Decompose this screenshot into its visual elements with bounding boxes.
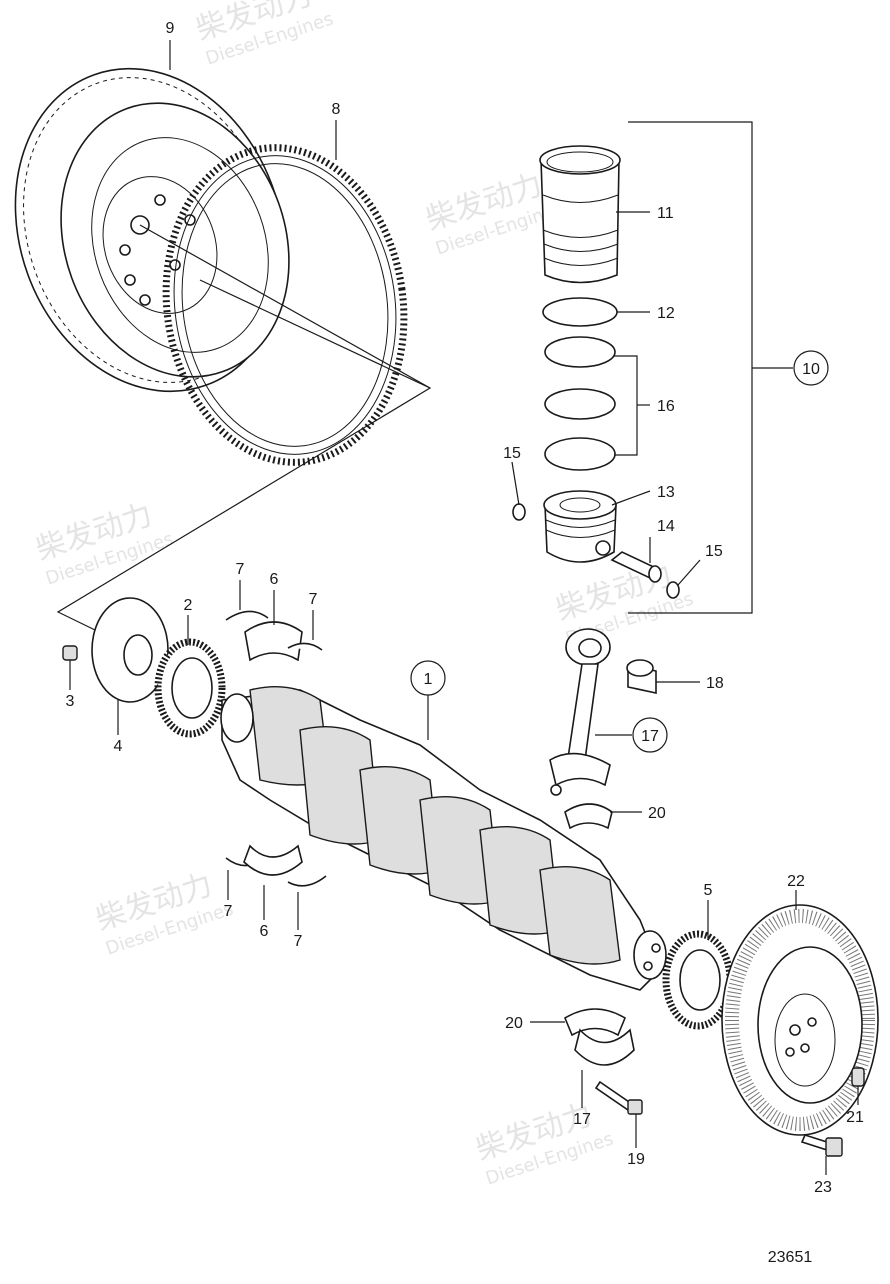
callout-circle: [632, 717, 668, 753]
callout-14: 14: [657, 518, 675, 535]
callout-5: 5: [704, 882, 713, 899]
callout-16: 16: [657, 398, 675, 415]
piston-pin: [610, 551, 662, 583]
callout-7: 7: [236, 561, 245, 578]
piston: [543, 490, 617, 563]
callout-22: 22: [787, 873, 805, 890]
callout-21: 21: [846, 1109, 864, 1126]
dowel-pin: [62, 645, 78, 661]
thrust-bearing-half: [287, 875, 327, 887]
callout-20: 20: [505, 1015, 523, 1032]
callout-15: 15: [503, 445, 521, 462]
callout-12: 12: [657, 305, 675, 322]
crankshaft: [220, 685, 667, 991]
watermark: 柴发动力 Diesel-Engines: [472, 1097, 616, 1189]
crank-gear-rear: [662, 930, 734, 1030]
callout-7: 7: [309, 591, 318, 608]
watermark: 柴发动力 Diesel-Engines: [32, 497, 176, 589]
watermark: 柴发动力 Diesel-Engines: [192, 0, 336, 69]
callout-circle: [410, 660, 446, 696]
flywheel-leader: [199, 279, 431, 389]
callout-1: 1: [424, 671, 433, 688]
connecting-rod: [549, 628, 611, 796]
crank-gear-front: [154, 638, 226, 738]
callout-9: 9: [166, 20, 175, 37]
callout-labels: 9 8 11 12 10 16 15 13 14 15 7 6 7 2 3 4 …: [66, 20, 864, 1196]
vibration-damper: [721, 904, 879, 1136]
conrod-bearing-shell: [564, 803, 613, 830]
conrod-bearing-shell: [563, 1008, 627, 1037]
main-bearing-shell: [243, 844, 303, 876]
callout-2: 2: [184, 597, 193, 614]
circlip: [512, 503, 526, 521]
thrust-bearing-half: [225, 610, 269, 621]
callout-10: 10: [802, 361, 820, 378]
callout-3: 3: [66, 693, 75, 710]
watermark: 柴发动力 Diesel-Engines: [92, 867, 236, 959]
drawing-number: 23651: [768, 1249, 813, 1266]
thrust-washer: [91, 597, 169, 703]
damper-bolt: [800, 1134, 843, 1157]
conrod-cap: [574, 1028, 635, 1066]
callout-8: 8: [332, 101, 341, 118]
ring-gear: [162, 144, 408, 466]
callout-23: 23: [814, 1179, 832, 1196]
callout-15: 15: [705, 543, 723, 560]
cylinder-liner: [539, 145, 621, 284]
circlip: [666, 581, 680, 599]
callout-17: 17: [641, 728, 659, 745]
callout-circle: [793, 350, 829, 386]
rings-bracket: [614, 355, 638, 456]
main-bearing-shell: [244, 621, 303, 662]
thrust-bearing-half: [287, 642, 323, 651]
callout-7: 7: [294, 933, 303, 950]
flywheel-leader: [56, 224, 432, 631]
callout-11: 11: [657, 205, 674, 222]
damper-dowel: [851, 1067, 865, 1087]
callout-4: 4: [114, 738, 123, 755]
callout-7: 7: [224, 903, 233, 920]
callout-18: 18: [706, 675, 724, 692]
callout-19: 19: [627, 1151, 645, 1168]
kit-bracket: [628, 121, 753, 614]
seal-ring: [542, 297, 618, 327]
piston-rings: [544, 336, 616, 471]
small-end-bushing: [626, 659, 657, 694]
callout-17: 17: [573, 1111, 591, 1128]
conrod-bolt: [594, 1080, 643, 1115]
callout-6: 6: [260, 923, 269, 940]
callout-20: 20: [648, 805, 666, 822]
flywheel: [14, 67, 290, 393]
leader-lines: [69, 40, 859, 1175]
callout-6: 6: [270, 571, 279, 588]
callout-13: 13: [657, 484, 675, 501]
